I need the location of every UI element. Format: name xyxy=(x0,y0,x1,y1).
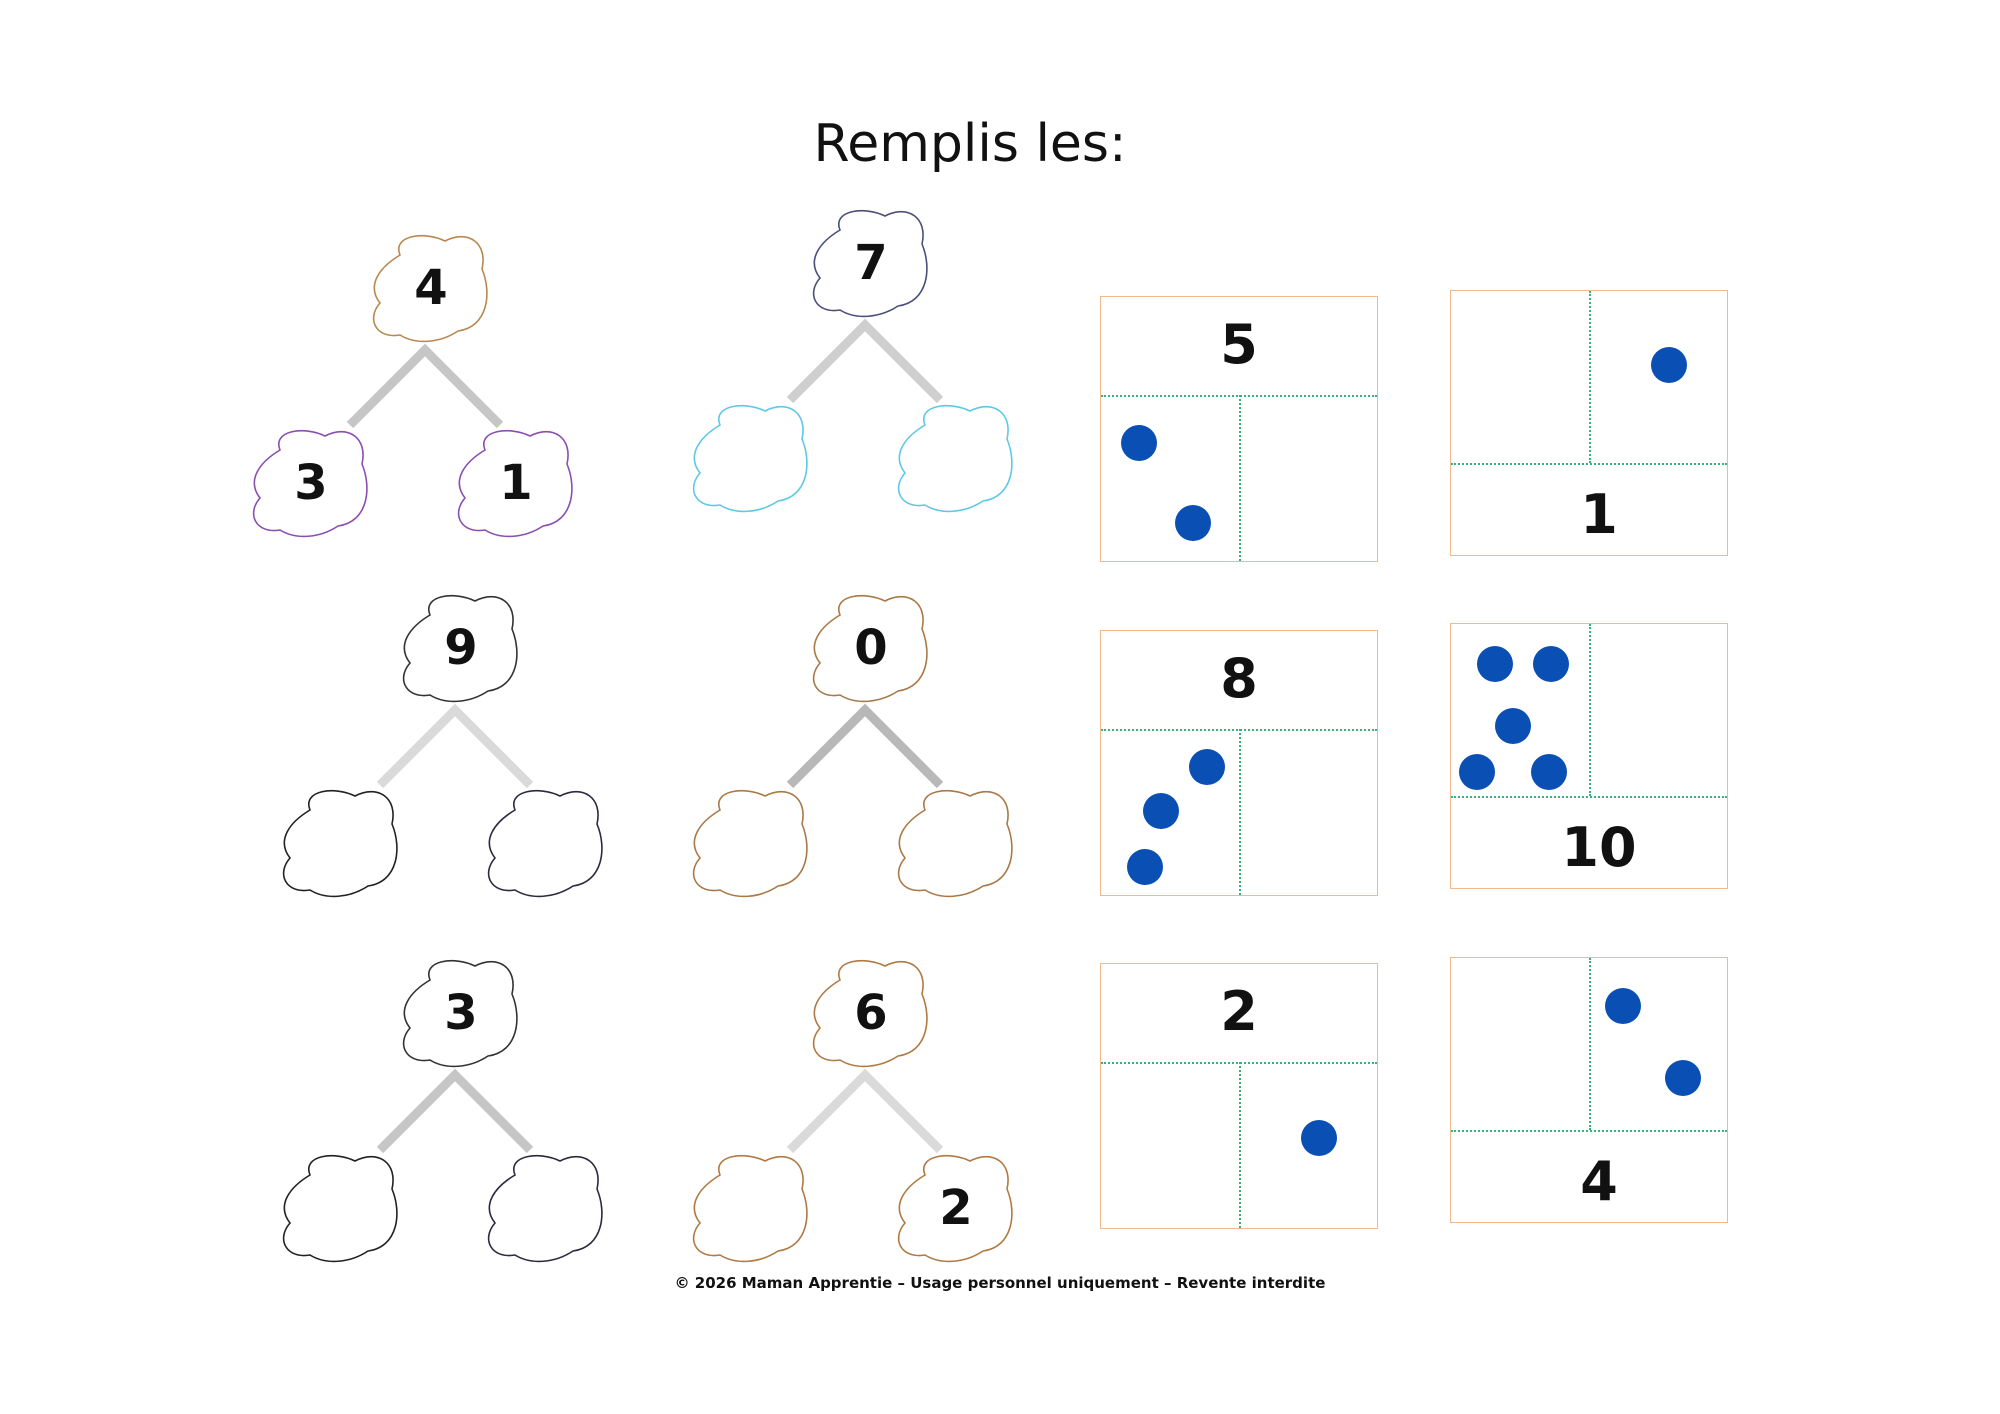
whole-number: 3 xyxy=(444,985,478,1041)
left-part-blob[interactable] xyxy=(692,789,808,898)
left-part-blob[interactable] xyxy=(252,429,368,538)
counter-dot xyxy=(1459,754,1495,790)
right-part-blob[interactable] xyxy=(897,789,1013,898)
right-part-blob[interactable] xyxy=(457,429,573,538)
left-part-number xyxy=(696,1188,806,1228)
left-part-number xyxy=(286,1188,396,1228)
vertical-divider xyxy=(1589,958,1591,1130)
counter-dot xyxy=(1477,646,1513,682)
whole-blob[interactable] xyxy=(372,234,488,343)
counter-dot xyxy=(1301,1120,1337,1156)
horizontal-divider xyxy=(1451,1130,1727,1132)
copyright-footer: © 2026 Maman Apprentie – Usage personnel… xyxy=(674,1274,1326,1292)
counter-dot xyxy=(1533,646,1569,682)
bond-branches xyxy=(786,318,944,404)
whole-blob[interactable] xyxy=(812,209,928,318)
number-bond-drawing xyxy=(282,959,603,1263)
whole-number: 4 xyxy=(1580,1150,1618,1213)
horizontal-divider xyxy=(1451,463,1727,465)
whole-number: 1 xyxy=(1580,483,1618,546)
counter-dot xyxy=(1175,505,1211,541)
bond-branches xyxy=(786,1068,944,1154)
vertical-divider xyxy=(1589,624,1591,796)
bond-branches xyxy=(346,343,504,429)
number-bond-drawing xyxy=(692,209,1013,513)
right-part-blob[interactable] xyxy=(487,1154,603,1263)
whole-number: 6 xyxy=(854,985,888,1041)
number-bond-drawing xyxy=(252,234,573,538)
whole-blob[interactable] xyxy=(812,959,928,1068)
counter-dot xyxy=(1495,708,1531,744)
bond-branches xyxy=(376,1068,534,1154)
page-title: Remplis les: xyxy=(813,114,1127,174)
whole-number: 4 xyxy=(414,260,448,316)
right-part-number xyxy=(491,823,601,863)
vertical-divider xyxy=(1239,1062,1241,1228)
left-part-number: 3 xyxy=(294,455,328,511)
counter-dot xyxy=(1665,1060,1701,1096)
right-part-number xyxy=(901,438,1011,478)
part-whole-box-2: 1 xyxy=(1450,290,1728,556)
whole-number: 7 xyxy=(854,235,888,291)
part-whole-box-5: 2 xyxy=(1100,963,1378,1229)
number-bond-drawing xyxy=(692,959,1013,1263)
part-whole-box-6: 4 xyxy=(1450,957,1728,1223)
bond-branches xyxy=(376,703,534,789)
whole-number: 10 xyxy=(1561,816,1637,879)
right-part-blob[interactable] xyxy=(897,404,1013,513)
right-part-blob[interactable] xyxy=(897,1154,1013,1263)
counter-dot xyxy=(1605,988,1641,1024)
counter-dot xyxy=(1143,793,1179,829)
left-part-blob[interactable] xyxy=(692,1154,808,1263)
whole-blob[interactable] xyxy=(812,594,928,703)
left-part-number xyxy=(696,823,806,863)
whole-number: 8 xyxy=(1220,647,1258,710)
right-part-number xyxy=(491,1188,601,1228)
whole-number: 0 xyxy=(854,620,888,676)
whole-number: 9 xyxy=(444,620,478,676)
part-whole-box-3: 8 xyxy=(1100,630,1378,896)
left-part-number xyxy=(696,438,806,478)
right-part-number: 2 xyxy=(939,1180,973,1236)
vertical-divider xyxy=(1239,729,1241,895)
part-whole-box-4: 10 xyxy=(1450,623,1728,889)
part-whole-box-1: 5 xyxy=(1100,296,1378,562)
counter-dot xyxy=(1189,749,1225,785)
horizontal-divider xyxy=(1451,796,1727,798)
counter-dot xyxy=(1651,347,1687,383)
left-part-blob[interactable] xyxy=(282,1154,398,1263)
whole-blob[interactable] xyxy=(402,959,518,1068)
whole-number: 5 xyxy=(1220,313,1258,376)
right-part-number xyxy=(901,823,1011,863)
number-bond-drawing xyxy=(282,594,603,898)
counter-dot xyxy=(1531,754,1567,790)
left-part-number xyxy=(286,823,396,863)
vertical-divider xyxy=(1589,291,1591,463)
number-bond-drawing xyxy=(692,594,1013,898)
right-part-number: 1 xyxy=(499,455,533,511)
right-part-blob[interactable] xyxy=(487,789,603,898)
counter-dot xyxy=(1127,849,1163,885)
left-part-blob[interactable] xyxy=(282,789,398,898)
bond-branches xyxy=(786,703,944,789)
vertical-divider xyxy=(1239,395,1241,561)
left-part-blob[interactable] xyxy=(692,404,808,513)
whole-number: 2 xyxy=(1220,980,1258,1043)
counter-dot xyxy=(1121,425,1157,461)
whole-blob[interactable] xyxy=(402,594,518,703)
